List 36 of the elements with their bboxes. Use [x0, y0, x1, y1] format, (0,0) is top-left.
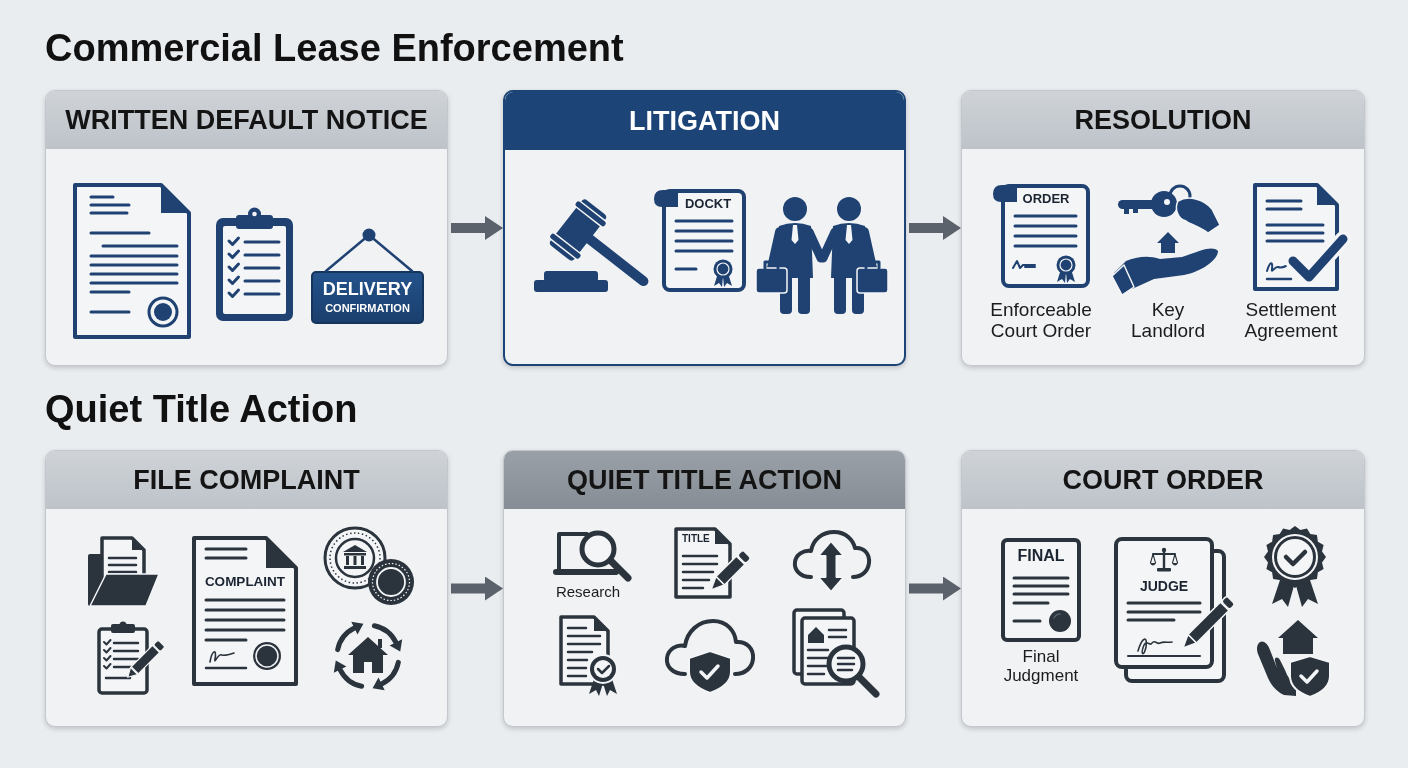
section-heading: Quiet Title Action	[45, 388, 358, 432]
panel-header: LITIGATION	[505, 92, 904, 150]
panel-header: FILE COMPLAINT	[46, 451, 447, 509]
icon-caption: Final Judgment	[1002, 647, 1080, 686]
panel-header: QUIET TITLE ACTION	[504, 451, 905, 509]
document	[190, 534, 300, 688]
document-heading: FINAL	[1017, 547, 1065, 566]
document-heading: ORDER	[1022, 192, 1070, 207]
arrow	[906, 576, 961, 601]
stage-panel	[45, 90, 448, 366]
sign-text: CONFIRMATION	[325, 302, 410, 315]
hanging-sign	[311, 271, 424, 324]
arrow	[448, 216, 503, 240]
icon-caption: Enforceable Court Order	[989, 299, 1093, 342]
stage-panel	[961, 90, 1365, 366]
document-heading: DOCKT	[684, 197, 732, 212]
document-heading: COMPLAINT	[204, 574, 286, 590]
panel-header: WRITTEN DEFAULT NOTICE	[46, 91, 447, 149]
panel-header: COURT ORDER	[962, 451, 1364, 509]
arrow	[448, 576, 503, 601]
document-heading: TITLE	[682, 533, 710, 545]
document-heading: JUDGE	[1139, 579, 1189, 595]
stage-panel	[45, 450, 448, 727]
active-stage-panel	[503, 90, 906, 366]
arrow	[906, 216, 961, 240]
document	[1000, 537, 1082, 643]
document	[673, 526, 733, 600]
section-heading: Commercial Lease Enforcement	[45, 27, 624, 71]
icon-caption: Research	[555, 584, 621, 601]
panel-header: RESOLUTION	[962, 91, 1364, 149]
document-stack	[1114, 537, 1226, 683]
sign-text: DELIVERY	[322, 279, 413, 300]
stage-panel	[503, 450, 906, 727]
stage-panel	[961, 450, 1365, 727]
icon-caption: Settlement Agreement	[1243, 299, 1339, 342]
icon-caption: Key Landlord	[1130, 299, 1206, 342]
